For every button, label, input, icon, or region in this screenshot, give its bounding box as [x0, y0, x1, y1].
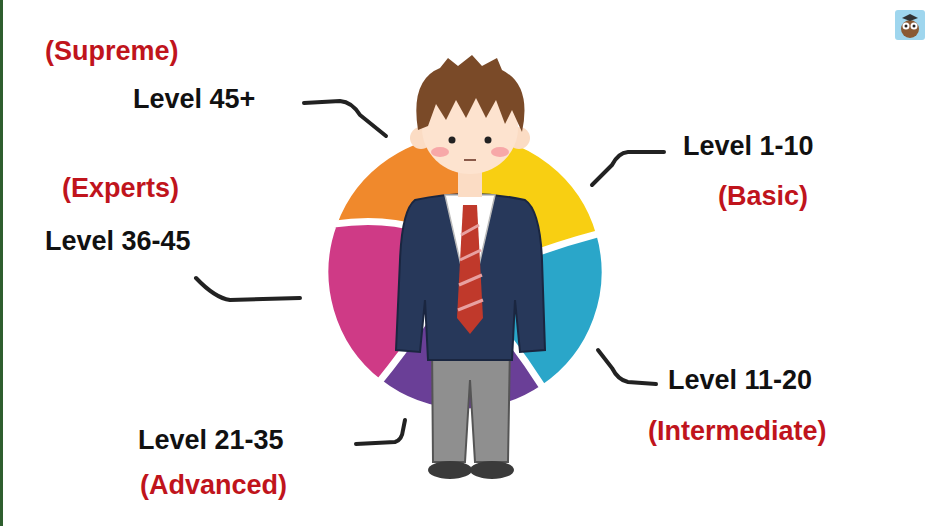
leader-lines	[196, 101, 664, 444]
shoe	[428, 461, 472, 479]
shoe	[470, 461, 514, 479]
level-range: Level 36-45	[45, 226, 191, 257]
level-range: Level 1-10	[683, 131, 814, 162]
owl-icon	[895, 10, 925, 40]
blazer	[396, 194, 545, 360]
leader-line	[598, 350, 656, 384]
owl-pupil	[905, 25, 908, 28]
level-tier: (Advanced)	[140, 470, 287, 501]
level-tier: (Intermediate)	[648, 416, 827, 447]
tie-stripes	[458, 225, 483, 310]
leader-line	[356, 420, 405, 444]
level-tier: (Supreme)	[45, 36, 179, 67]
blush	[491, 147, 509, 157]
blush	[431, 147, 449, 157]
owl-eye	[911, 23, 918, 30]
icon-ground	[895, 10, 925, 40]
student-figure	[396, 55, 545, 479]
tie	[457, 205, 483, 334]
edge-bar	[0, 0, 3, 526]
level-range: Level 45+	[133, 84, 255, 115]
level-range: Level 21-35	[138, 425, 284, 456]
hair	[416, 55, 524, 132]
level-tier: (Basic)	[718, 181, 808, 212]
leader-line	[304, 101, 386, 136]
owl-cap	[902, 14, 918, 21]
eye	[449, 137, 456, 144]
owl-pupil	[913, 25, 916, 28]
leader-line	[592, 152, 664, 185]
level-tier: (Experts)	[62, 173, 179, 204]
leader-line	[196, 278, 300, 300]
owl-body	[901, 20, 919, 38]
mouth	[464, 159, 476, 161]
owl-eye	[903, 23, 910, 30]
level-range: Level 11-20	[668, 365, 812, 396]
trousers	[432, 345, 510, 462]
eye	[485, 137, 492, 144]
